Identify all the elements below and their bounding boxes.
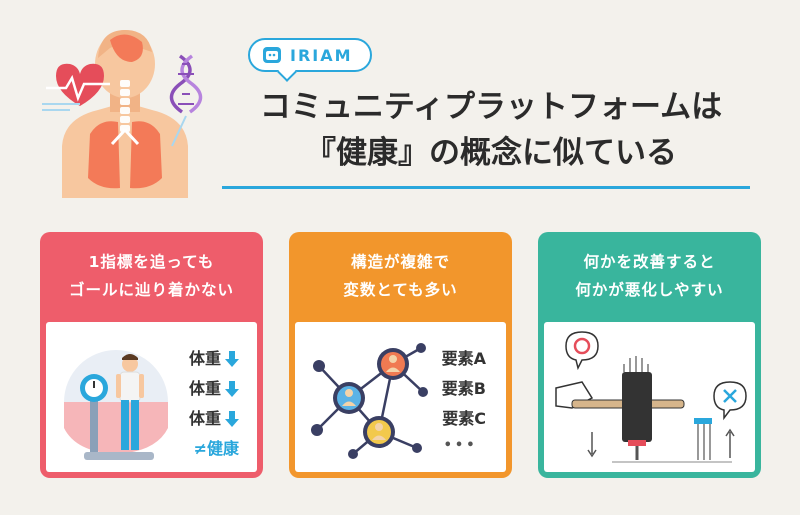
down-arrow-icon <box>225 411 239 427</box>
list-item: ≠健康 <box>189 434 239 464</box>
metric-label: 体重 <box>188 409 221 428</box>
cross-mark-icon <box>713 381 747 421</box>
card-single-metric: 1指標を追っても ゴールに辿り着かない 体重 <box>40 232 263 478</box>
card-2-element-list: 要素A 要素B 要素C ••• <box>442 344 486 458</box>
headline: コミュニティプラットフォームは 『健康』の概念に似ている <box>226 84 756 176</box>
anatomy-illustration-icon <box>42 30 203 198</box>
heart-icon <box>42 63 110 111</box>
card-3-body <box>544 322 755 472</box>
card-1-metric-list: 体重 体重 体重 ≠健康 <box>189 344 239 464</box>
headline-underline <box>222 186 750 189</box>
headline-line-1: コミュニティプラットフォームは <box>259 89 723 125</box>
network-nodes-icon <box>311 343 428 459</box>
list-item: 体重 <box>189 374 239 404</box>
list-item: 体重 <box>189 404 239 434</box>
list-item: 要素B <box>442 374 486 404</box>
metric-label: 体重 <box>188 349 221 368</box>
card-1-body: 体重 体重 体重 ≠健康 <box>46 322 257 472</box>
card-2-body: 要素A 要素B 要素C ••• <box>295 322 506 472</box>
dna-icon <box>169 54 203 147</box>
card-2-title-line-2: 変数とても多い <box>343 281 458 299</box>
whack-a-mole-icon <box>555 331 747 463</box>
card-complex-structure: 構造が複雑で 変数とても多い 要素A 要素B 要素C ••• <box>289 232 512 478</box>
card-3-title-line-2: 何かが悪化しやすい <box>575 281 724 299</box>
card-2-title-line-1: 構造が複雑で <box>350 253 450 271</box>
card-tradeoff: 何かを改善すると 何かが悪化しやすい <box>538 232 761 478</box>
card-1-title-line-1: 1指標を追っても <box>88 253 215 271</box>
person-on-scale-icon <box>64 350 168 460</box>
metric-label: 体重 <box>188 379 221 398</box>
headline-line-2: 『健康』の概念に似ている <box>305 135 677 171</box>
card-2-title: 構造が複雑で 変数とても多い <box>289 232 512 322</box>
brand-badge: IRIAM <box>248 38 372 72</box>
list-item: 要素A <box>442 344 486 374</box>
list-item: 要素C <box>442 404 486 434</box>
card-1-title-line-2: ゴールに辿り着かない <box>68 281 234 299</box>
list-item: 体重 <box>189 344 239 374</box>
more-elements-ellipsis: ••• <box>443 438 478 453</box>
card-3-title: 何かを改善すると 何かが悪化しやすい <box>538 232 761 322</box>
down-arrow-icon <box>225 351 239 367</box>
element-label: 要素A <box>441 349 486 368</box>
element-label: 要素C <box>442 409 486 428</box>
conclusion-label: ≠健康 <box>193 439 239 458</box>
element-label: 要素B <box>441 379 486 398</box>
brand-name: IRIAM <box>290 45 353 65</box>
card-3-title-line-1: 何かを改善すると <box>583 253 716 271</box>
brand-logo-icon <box>263 47 281 63</box>
down-arrow-icon <box>225 381 239 397</box>
card-1-title: 1指標を追っても ゴールに辿り着かない <box>40 232 263 322</box>
circle-mark-icon <box>565 331 599 371</box>
